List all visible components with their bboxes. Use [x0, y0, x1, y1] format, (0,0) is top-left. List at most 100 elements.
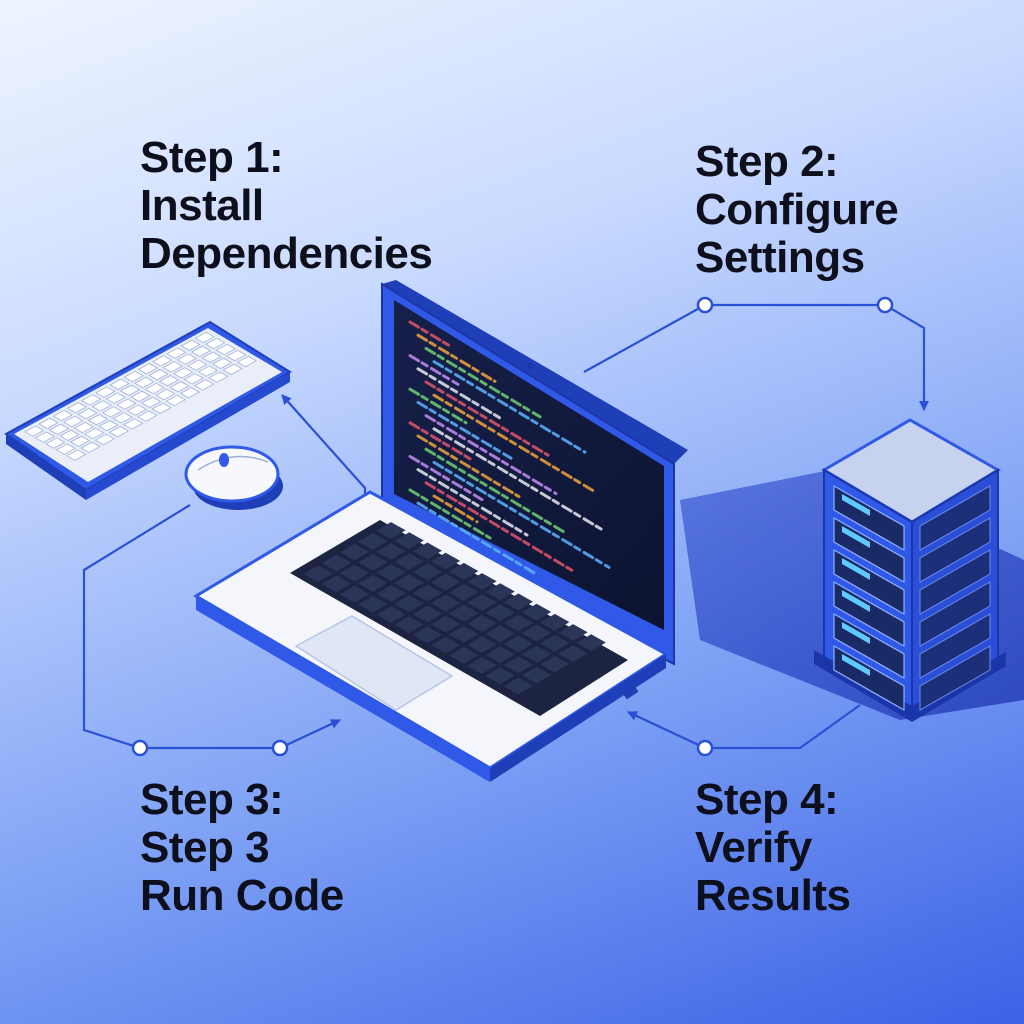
laptop-key — [376, 564, 406, 581]
keyboard-key — [66, 402, 88, 414]
step-3-line-3: Run Code — [140, 871, 344, 920]
code-line — [424, 447, 566, 534]
server-bay — [919, 613, 991, 679]
keyboard-key — [24, 425, 45, 437]
server-bay — [919, 549, 991, 615]
step-1-line-2: Install — [140, 181, 264, 230]
laptop-key — [358, 595, 388, 613]
laptop-key — [485, 667, 515, 685]
laptop-key — [467, 594, 497, 611]
keyboard-key — [108, 426, 130, 438]
keyboard-key — [151, 402, 172, 414]
code-line — [416, 468, 529, 537]
laptop-key — [467, 615, 497, 632]
laptop-key — [412, 563, 442, 581]
keyboard-key — [66, 449, 87, 461]
server-bay — [919, 517, 991, 583]
code-line — [424, 380, 550, 457]
laptop-key — [303, 565, 333, 583]
keyboard-key — [226, 349, 247, 362]
keyboard-key — [84, 427, 105, 440]
laptop-key — [485, 625, 515, 643]
keyboard-key — [162, 361, 183, 373]
keyboard-key — [194, 331, 215, 344]
code-line — [408, 488, 492, 540]
code-line — [416, 367, 505, 422]
connector-node — [131, 739, 149, 757]
laptop-key — [394, 532, 424, 550]
laptop-key — [558, 624, 588, 641]
laptop-key — [467, 636, 497, 653]
keyboard-key — [80, 441, 101, 453]
server-light — [842, 494, 870, 516]
keyboard-key — [69, 435, 91, 447]
keyboard-key — [165, 394, 186, 407]
keyboard-key — [208, 371, 229, 383]
keyboard-key — [140, 396, 162, 408]
code-line — [416, 434, 521, 499]
keyboard-icon — [4, 320, 292, 500]
code-line — [416, 333, 497, 383]
step-3-line-2: Step 3 — [140, 823, 270, 872]
laptop-key — [412, 542, 442, 560]
laptop-key — [412, 626, 442, 644]
laptop-key — [503, 656, 533, 674]
step-4-line-2: Verify — [695, 823, 812, 872]
keyboard-key — [176, 353, 198, 365]
keyboard-key — [193, 379, 215, 391]
step-2-line-2: Configure — [695, 185, 899, 234]
keyboard-key — [190, 345, 212, 357]
laptop-key — [394, 553, 424, 571]
laptop-key — [340, 543, 370, 561]
keyboard-key — [122, 418, 144, 430]
keyboard-key — [45, 437, 66, 449]
server-bay — [919, 645, 991, 711]
connector-node — [696, 739, 714, 757]
laptop-key — [485, 604, 515, 622]
step-2-title: Step 2: — [695, 137, 839, 186]
connector-laptop-keyboard — [281, 394, 367, 505]
keyboard-key — [116, 398, 137, 410]
server-light — [842, 526, 870, 548]
keyboard-key — [151, 355, 173, 367]
keyboard-key — [80, 394, 102, 406]
connector-step4-laptop — [627, 704, 861, 750]
laptop-key — [540, 655, 570, 673]
code-line — [424, 481, 574, 572]
server-light — [842, 622, 870, 644]
laptop-key — [522, 645, 552, 663]
keyboard-key — [134, 376, 155, 389]
keyboard-key — [183, 373, 204, 385]
code-line — [424, 414, 558, 496]
laptop-key — [522, 624, 552, 642]
code-line — [432, 427, 603, 531]
laptop-key — [431, 636, 461, 654]
laptop-key — [540, 613, 570, 631]
laptop-key — [376, 522, 406, 539]
step-4-label: Step 4: Verify Results — [695, 776, 851, 920]
code-line — [416, 501, 537, 575]
laptop-icon — [193, 280, 688, 782]
step-4-line-3: Results — [695, 871, 851, 920]
laptop-key — [558, 645, 588, 662]
laptop-key — [340, 585, 370, 603]
laptop-key — [431, 552, 461, 570]
keyboard-key — [109, 378, 130, 390]
laptop-key — [540, 634, 570, 652]
server-light — [842, 590, 870, 612]
keyboard-key — [105, 392, 127, 404]
laptop-key — [358, 532, 388, 550]
keyboard-key — [95, 386, 116, 398]
laptop-key — [449, 604, 479, 622]
keyboard-key — [205, 337, 226, 350]
step-2-line-3: Settings — [695, 233, 865, 282]
server-bay — [919, 581, 991, 647]
keyboard-key — [48, 423, 70, 435]
keyboard-key — [38, 417, 59, 429]
laptop-key — [412, 584, 442, 602]
keyboard-key — [211, 357, 233, 369]
laptop-key — [431, 573, 461, 591]
keyboard-key — [222, 363, 243, 375]
laptop-key — [340, 564, 370, 582]
